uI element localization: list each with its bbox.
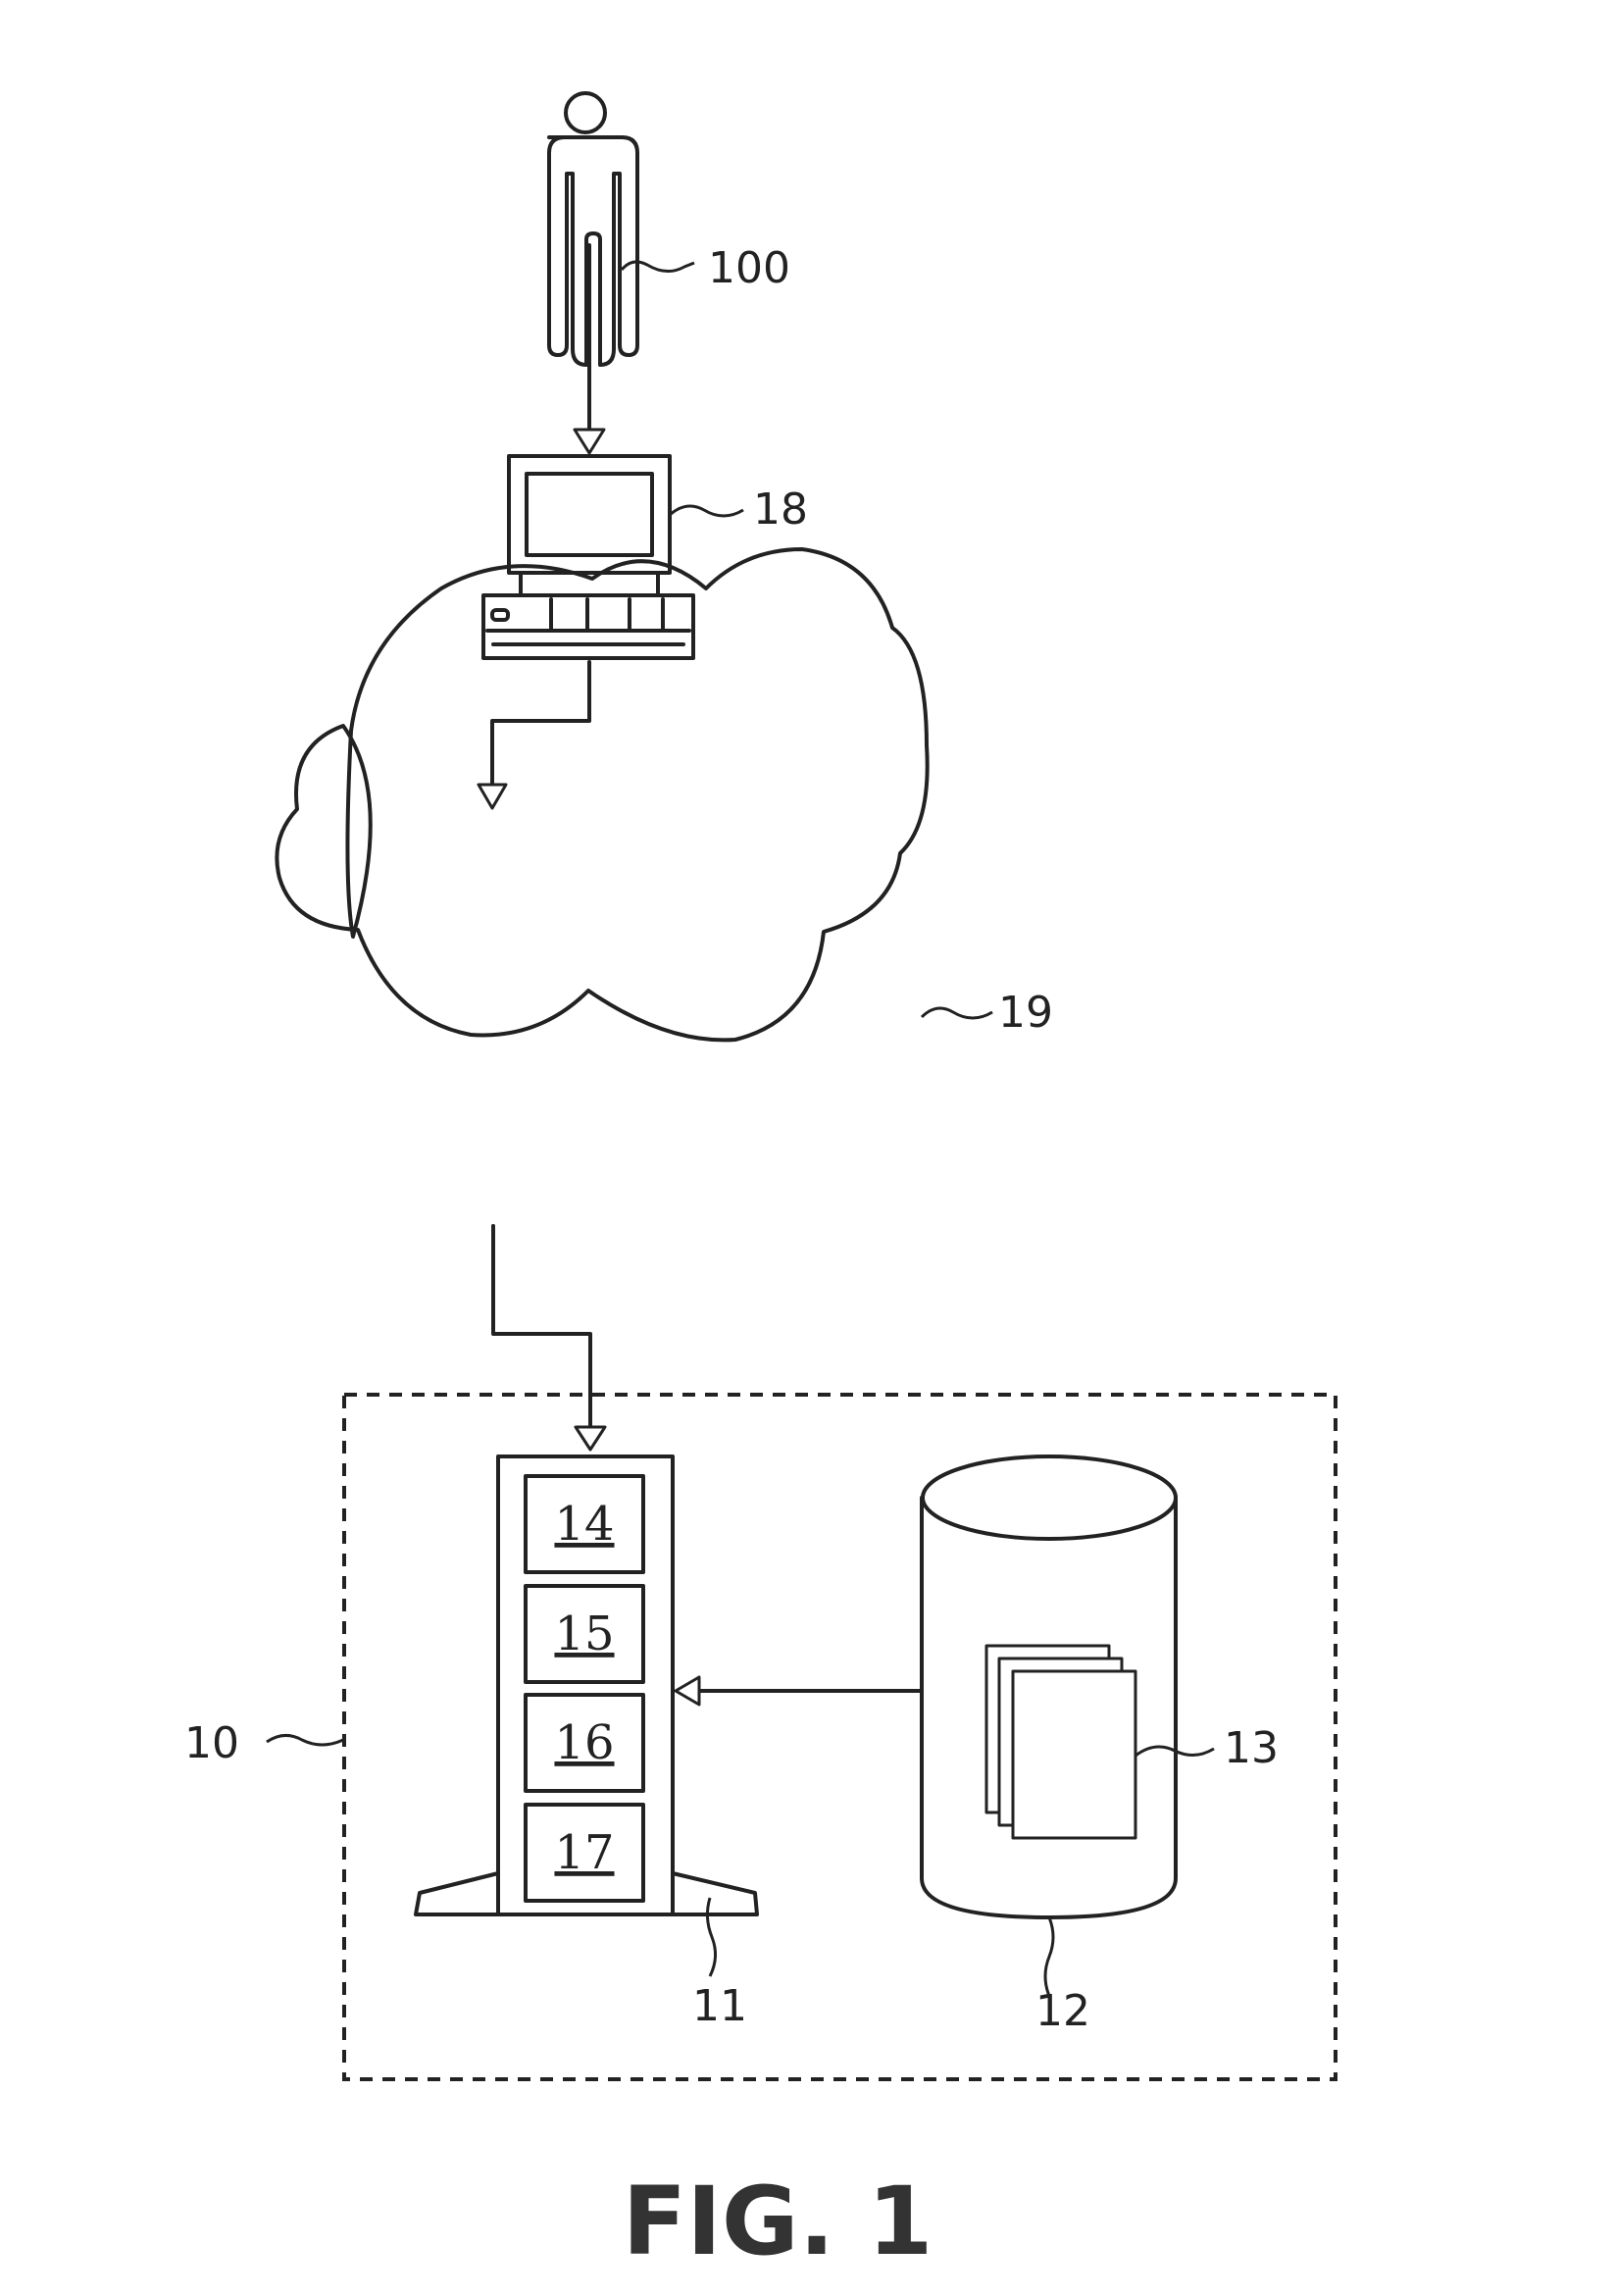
ref-12: 12 [1035, 1986, 1090, 2036]
computer-icon [483, 456, 693, 658]
module-label-17: 17 [554, 1825, 614, 1880]
leader-100 [622, 262, 694, 272]
module-label-14: 14 [554, 1497, 614, 1552]
figure-title: FIG. 1 [623, 2167, 933, 2276]
monitor-screen [527, 474, 652, 555]
user-figure [549, 93, 637, 365]
database-cylinder [922, 1456, 1176, 1917]
connector-cloud-to-server [493, 1226, 605, 1450]
ref-19: 19 [998, 988, 1053, 1038]
connector-computer-to-cloud [479, 662, 589, 808]
ref-100: 100 [708, 243, 790, 293]
server-tower: 14 15 16 17 [416, 1456, 757, 1914]
connector-database-to-server [676, 1677, 922, 1705]
leader-10 [267, 1735, 343, 1745]
network-cloud [277, 549, 927, 1040]
leader-11 [707, 1898, 715, 1976]
system-boundary [344, 1395, 1336, 2079]
module-label-15: 15 [554, 1607, 614, 1661]
ref-11: 11 [692, 1981, 747, 2031]
module-label-16: 16 [554, 1715, 614, 1770]
ref-18: 18 [753, 485, 808, 535]
drive-slot [492, 610, 508, 620]
leader-19 [922, 1008, 992, 1018]
database-top [923, 1456, 1176, 1539]
document-sheet-front [1013, 1671, 1135, 1838]
ref-13: 13 [1224, 1723, 1279, 1773]
leader-18 [670, 506, 743, 516]
ref-10: 10 [184, 1718, 239, 1768]
leader-12 [1045, 1917, 1053, 1996]
keyboard-keys [487, 599, 689, 644]
